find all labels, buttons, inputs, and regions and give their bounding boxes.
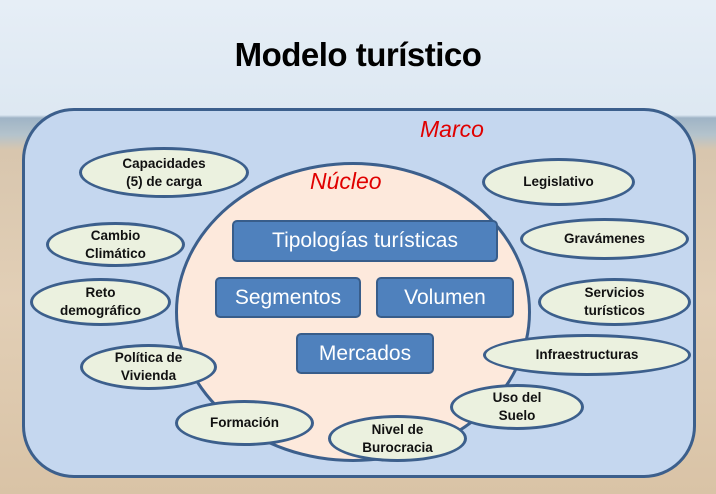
factor-servicios-turisticos: Servicios turísticos [538, 278, 691, 326]
factor-nivel-burocracia: Nivel de Burocracia [328, 415, 467, 462]
factor-cambio-climatico: Cambio Climático [46, 222, 185, 267]
factor-reto-demografico: Reto demográfico [30, 278, 171, 326]
factor-formacion: Formación [175, 400, 314, 446]
box-segmentos: Segmentos [215, 277, 361, 318]
box-volumen: Volumen [376, 277, 514, 318]
box-tipologias: Tipologías turísticas [232, 220, 498, 262]
factor-capacidades: Capacidades (5) de carga [79, 147, 249, 198]
factor-politica-vivienda: Política de Vivienda [80, 344, 217, 390]
nucleo-label: Núcleo [310, 168, 382, 194]
slide-title: Modelo turístico [234, 36, 482, 73]
factor-gravamenes: Gravámenes [520, 218, 689, 260]
factor-legislativo: Legislativo [482, 158, 635, 206]
box-mercados: Mercados [296, 333, 434, 374]
marco-label: Marco [420, 116, 484, 142]
factor-infraestructuras: Infraestructuras [483, 334, 691, 376]
factor-uso-suelo: Uso del Suelo [450, 384, 584, 430]
